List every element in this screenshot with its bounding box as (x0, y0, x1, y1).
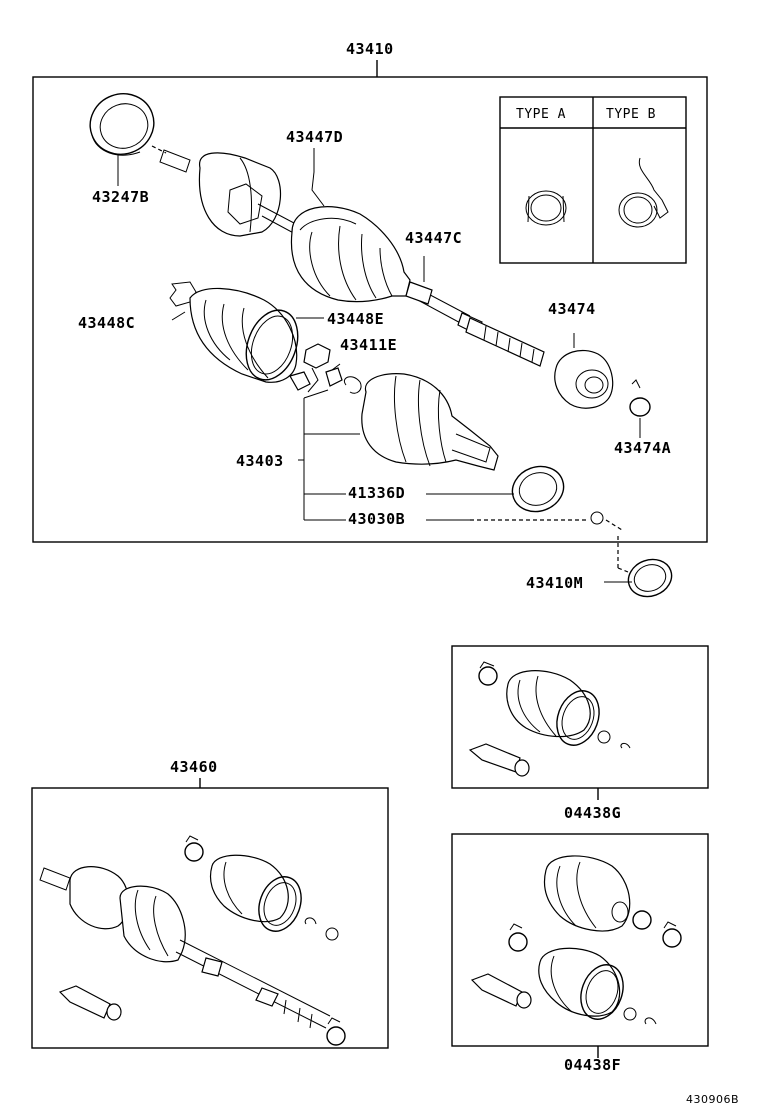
label-43410[interactable]: 43410 (346, 40, 394, 58)
snap-ring-43030b-icon (426, 511, 604, 525)
housing-43403-icon (361, 373, 499, 471)
clamp-43447c-icon (405, 256, 433, 305)
bearing-43474-icon (554, 333, 614, 409)
label-43448c[interactable]: 43448C (78, 314, 136, 332)
ring-43247b-icon (89, 93, 155, 186)
label-43411e[interactable]: 43411E (340, 336, 398, 354)
label-43448e[interactable]: 43448E (327, 310, 385, 328)
label-43410m[interactable]: 43410M (526, 574, 584, 592)
type-table (499, 96, 687, 264)
seal-43410m-icon (604, 519, 673, 598)
label-41336d[interactable]: 41336D (348, 484, 406, 502)
label-43460[interactable]: 43460 (170, 758, 218, 776)
seal-41336d-icon (511, 465, 565, 513)
label-43447d[interactable]: 43447D (286, 128, 344, 146)
label-43447c[interactable]: 43447C (405, 229, 463, 247)
clamp-43448e-icon (245, 309, 324, 381)
clamp-type-b-icon (618, 157, 669, 228)
label-43474[interactable]: 43474 (548, 300, 596, 318)
label-04438f[interactable]: 04438F (564, 1056, 622, 1074)
clip-43474a-icon (629, 379, 651, 438)
type-b-header: TYPE B (606, 107, 656, 122)
shaft-icon (257, 203, 545, 367)
label-43474a[interactable]: 43474A (614, 439, 672, 457)
tripod-43411e-icon (289, 343, 362, 394)
type-a-header: TYPE A (516, 107, 566, 122)
kit-43460-parts-icon (39, 835, 346, 1046)
kit-04438f-parts-icon (470, 855, 682, 1025)
kit-04438g-parts-icon (468, 661, 631, 777)
clamp-type-a-icon (525, 190, 567, 226)
label-43247b[interactable]: 43247B (92, 188, 150, 206)
outer-cv-joint-icon (159, 149, 282, 237)
boot-43448c-icon (169, 281, 298, 383)
label-43403[interactable]: 43403 (236, 452, 284, 470)
kit-04438g-frame (451, 645, 709, 789)
diagram-code: 430906B (686, 1093, 740, 1106)
leader-43403-bracket (298, 389, 514, 521)
kit-04438f-frame (451, 833, 709, 1047)
label-43030b[interactable]: 43030B (348, 510, 406, 528)
boot-43447d-icon (290, 171, 411, 303)
assembly-43410-frame (32, 76, 708, 543)
kit-43460-frame (31, 787, 389, 1049)
label-04438g[interactable]: 04438G (564, 804, 622, 822)
